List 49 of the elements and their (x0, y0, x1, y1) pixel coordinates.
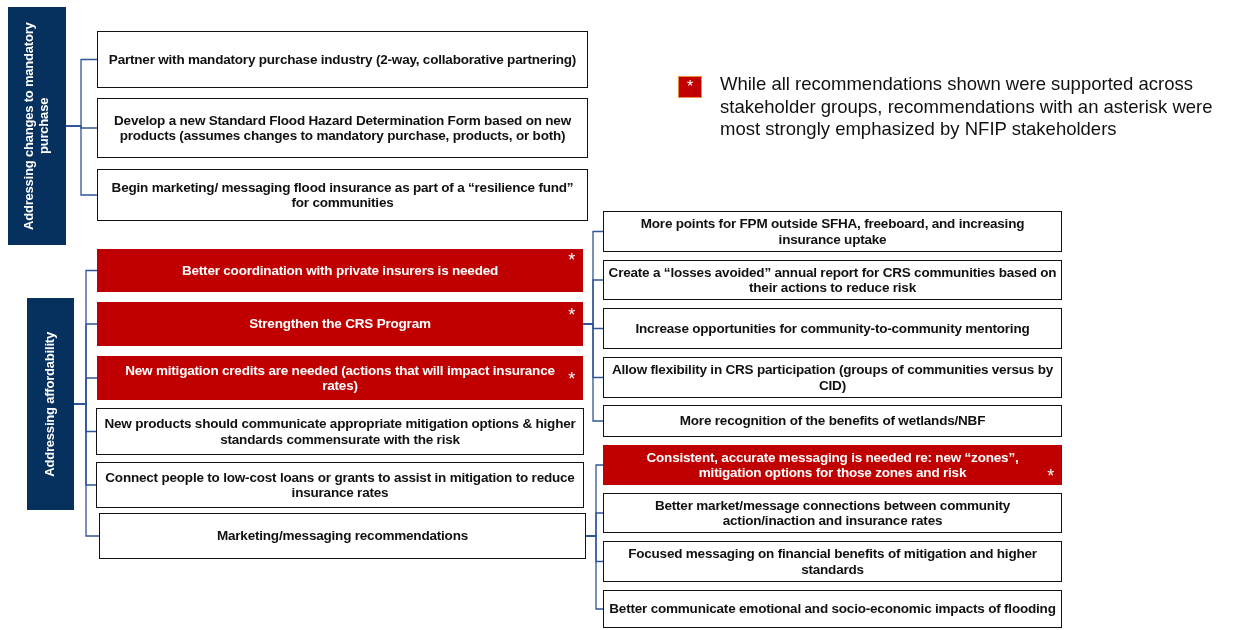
recommendation-text: New products should communicate appropriate mitigation options & higher standards commensurate with the risk (103, 416, 577, 447)
asterisk-mark: * (568, 306, 575, 324)
recommendation-text: Partner with mandatory purchase industry (2-way, collaborative partnering) (108, 51, 577, 68)
legend-text: While all recommendations shown were supported across stakeholder groups, recommendations with an asterisk were most strongly emphasized by NFIP stakeholders (720, 73, 1214, 141)
recommendation-box (603, 211, 1062, 252)
asterisk-mark: * (568, 370, 575, 388)
recommendation-text: More points for FPM outside SFHA, freeboard, and increasing insurance uptake (639, 216, 1026, 247)
connector-line (65, 125, 98, 196)
recommendation-text: Better coordination with private insurers is needed (181, 262, 499, 279)
recommendation-text: Develop a new Standard Flood Hazard Determination Form based on new products (assumes changes to mandatory purchase, products, or both) (113, 112, 572, 144)
recommendation-text: Allow flexibility in CRS participation (groups of communities versus by CID) (610, 362, 1055, 393)
recommendation-text: Marketing/messaging recommendations (216, 528, 469, 544)
category-band (27, 298, 74, 510)
asterisk-mark: * (568, 251, 575, 269)
recommendation-box (97, 169, 588, 221)
recommendation-text: Better communicate emotional and socio-economic impacts of flooding (609, 601, 1056, 617)
recommendation-box (603, 590, 1062, 628)
category-title: Addressing affordability (43, 331, 58, 477)
recommendation-box (603, 308, 1062, 349)
recommendation-box (96, 462, 584, 508)
recommendation-text: Increase opportunities for community-to-community mentoring (635, 320, 1030, 337)
recommendation-box (97, 31, 588, 88)
recommendation-box (96, 408, 584, 455)
asterisk-mark: * (1047, 467, 1054, 485)
recommendation-text: Better market/message connections between community action/inaction and insurance rates (653, 497, 1012, 529)
recommendation-box (603, 493, 1062, 533)
connector-line (582, 323, 604, 422)
highlighted-recommendation-box (97, 302, 583, 346)
recommendation-text: Create a “losses avoided” annual report for CRS communities based on their actions to reduce risk (608, 264, 1057, 296)
recommendation-text: Connect people to low-cost loans or grants to assist in mitigation to reduce insurance rates (104, 469, 576, 501)
category-title: Addressing changes to mandatory purchase (22, 21, 52, 232)
connector-line (73, 403, 100, 537)
connector-line (585, 535, 604, 610)
asterisk-mark: * (686, 78, 694, 96)
recommendation-text: Strengthen the CRS Program (249, 316, 431, 332)
recommendation-box (603, 405, 1062, 437)
category-band (8, 7, 66, 245)
recommendation-text: Consistent, accurate messaging is needed re: new “zones”, mitigation options for those zones and risk (645, 449, 1020, 481)
highlighted-recommendation-box (603, 445, 1062, 485)
recommendation-text: New mitigation credits are needed (actions that will impact insurance rates) (124, 362, 556, 394)
highlighted-recommendation-box (97, 356, 583, 400)
recommendation-box (97, 98, 588, 158)
recommendation-text: Focused messaging on financial benefits of mitigation and higher standards (627, 546, 1038, 577)
recommendation-box (603, 541, 1062, 582)
highlighted-recommendation-box (97, 249, 583, 292)
recommendation-box (99, 513, 586, 559)
recommendation-box (603, 357, 1062, 398)
recommendation-text: Begin marketing/ messaging flood insurance as part of a “resilience fund” for communities (110, 179, 575, 211)
recommendation-text: More recognition of the benefits of wetlands/NBF (679, 413, 986, 429)
